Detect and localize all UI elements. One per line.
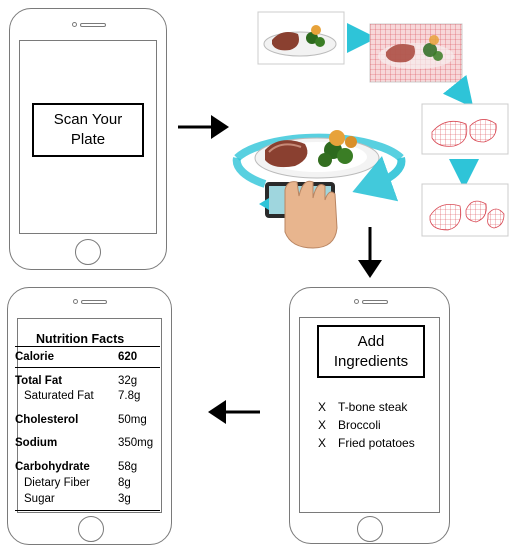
nutrition-row-value: 350mg xyxy=(118,437,154,449)
ingredients-phone xyxy=(289,287,450,544)
camera-dot xyxy=(73,299,78,304)
add-label-line1: Add xyxy=(357,332,385,350)
nutrition-row-value: 7.8g xyxy=(118,390,141,402)
add-label-line2: Ingredients xyxy=(333,352,409,370)
nutrition-row-value: 50mg xyxy=(118,414,147,426)
nutrition-row-label: Calorie xyxy=(15,351,54,363)
scan-screen xyxy=(19,40,157,234)
speaker xyxy=(81,300,107,304)
ingredient-label: T-bone steak xyxy=(338,400,408,414)
remove-x[interactable]: X xyxy=(318,400,327,414)
ingredient-item[interactable]: X Fried potatoes xyxy=(318,436,415,454)
remove-x[interactable]: X xyxy=(318,418,327,432)
speaker xyxy=(362,300,388,304)
nutrition-row-value: 3g xyxy=(118,493,131,505)
ingredient-label: Fried potatoes xyxy=(338,436,415,450)
nutrition-row-value: 620 xyxy=(118,351,138,363)
nutrition-row-value: 32g xyxy=(118,375,138,387)
ingredient-list: X T-bone steak X Broccoli X Fried potatoes xyxy=(318,400,415,454)
nutrition-row-label: Sugar xyxy=(24,493,55,505)
nutrition-bottom-rule xyxy=(15,510,160,511)
nutrition-rule xyxy=(15,367,160,368)
ingredient-item[interactable]: X T-bone steak xyxy=(318,400,415,418)
speaker xyxy=(80,23,106,27)
home-button[interactable] xyxy=(357,516,383,542)
nutrition-title-rule xyxy=(15,346,160,347)
nutrition-row-label: Cholesterol xyxy=(15,414,79,426)
nutrition-row-value: 8g xyxy=(118,477,131,489)
nutrition-row-label: Carbohydrate xyxy=(15,461,90,473)
scan-label-line1: Scan Your xyxy=(53,111,123,128)
nutrition-phone xyxy=(7,287,172,545)
nutrition-row-label: Total Fat xyxy=(15,375,63,387)
potatoes xyxy=(329,130,345,146)
ingredient-item[interactable]: X Broccoli xyxy=(318,418,415,436)
hand xyxy=(284,180,338,249)
home-button[interactable] xyxy=(78,516,104,542)
nutrition-row-label: Dietary Fiber xyxy=(24,477,90,489)
mesh-reconstruction-sequence xyxy=(257,11,509,237)
ingredient-label: Broccoli xyxy=(338,418,381,432)
scan-phone xyxy=(9,8,167,270)
nutrition-row-label: Sodium xyxy=(15,437,58,449)
ingredients-screen xyxy=(299,317,440,513)
camera-dot xyxy=(354,299,359,304)
nutrition-row-label: Saturated Fat xyxy=(24,390,94,402)
nutrition-title: Nutrition Facts xyxy=(36,332,125,346)
camera-dot xyxy=(72,22,77,27)
rotation-ring-front xyxy=(352,156,406,202)
remove-x[interactable]: X xyxy=(318,436,327,450)
home-button[interactable] xyxy=(75,239,101,265)
rotating-capture-illustration xyxy=(232,130,406,249)
nutrition-row-value: 58g xyxy=(118,461,138,473)
scan-label-line2: Plate xyxy=(70,131,106,148)
nutrition-screen xyxy=(17,318,162,513)
